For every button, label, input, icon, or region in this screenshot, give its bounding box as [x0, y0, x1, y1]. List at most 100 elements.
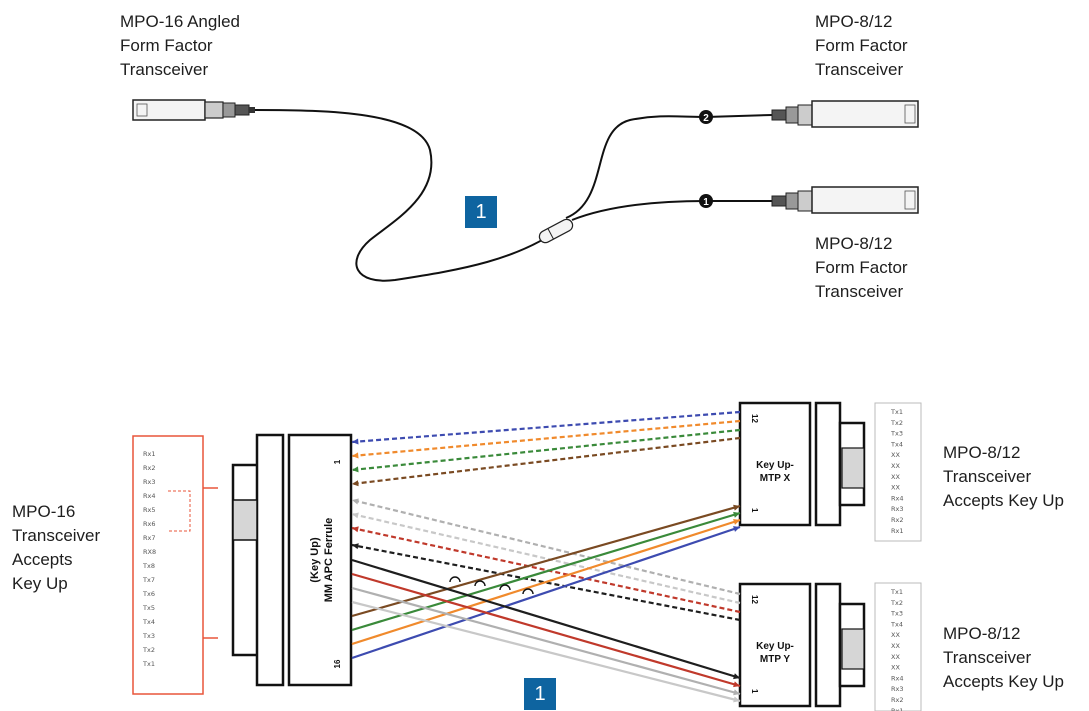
fiber-line	[351, 526, 741, 614]
mpo8-12-transceiver-bottom-icon	[771, 186, 919, 214]
fiber-crossover	[449, 576, 461, 583]
lane-label: Rx2	[891, 516, 904, 524]
lane-label: Tx1	[890, 408, 903, 416]
mpo8-12-transceiver-bottom-label: MPO-8/12 Form Factor Transceiver	[815, 234, 908, 301]
fiber-routes	[351, 410, 741, 703]
cable-number-badge-bottom: 1	[524, 678, 556, 710]
fiber-arrowhead	[352, 543, 359, 550]
fiber-line	[351, 543, 741, 622]
svg-text:MTP Y: MTP Y	[760, 654, 791, 665]
svg-text:MTP X: MTP X	[760, 473, 791, 484]
fiber-line	[351, 428, 741, 472]
fiber-line	[351, 512, 741, 605]
lane-label: Tx3	[142, 632, 155, 640]
lane-label: XX	[891, 484, 900, 492]
mpo8-12-transceiver-top-icon	[771, 100, 919, 128]
lane-label: Rx2	[143, 464, 156, 472]
lane-label: Tx6	[142, 590, 155, 598]
fiber-line	[351, 511, 741, 632]
fiber-arrowhead	[352, 526, 359, 533]
fiber-line	[351, 410, 741, 444]
mpo16-ferrule: (Key Up) MM APC Ferrule 1 16	[231, 433, 353, 687]
lane-label: Rx2	[891, 696, 904, 704]
lane-label: Rx3	[891, 685, 904, 693]
lane-label: XX	[891, 473, 900, 481]
lane-label: Tx2	[890, 599, 903, 607]
lane-label: XX	[891, 462, 900, 470]
lane-label: XX	[891, 642, 900, 650]
fiber-arrowhead	[352, 466, 359, 473]
lane-label: Rx3	[891, 505, 904, 513]
leg-2-cable	[565, 114, 773, 219]
svg-text:1: 1	[703, 197, 709, 208]
lane-label: Rx7	[143, 534, 156, 542]
trunk-cable	[254, 109, 566, 282]
lane-label: Rx4	[143, 492, 156, 500]
lane-label: XX	[891, 451, 900, 459]
breakout-boot-icon	[538, 218, 574, 244]
lane-label: RX8	[143, 548, 156, 556]
lane-label: Tx2	[142, 646, 155, 654]
lane-label: Tx4	[142, 618, 155, 626]
mpo8-12-accepts-key-up-label-y: MPO-8/12 Transceiver Accepts Key Up	[943, 624, 1064, 691]
mpo16-transceiver-icon	[132, 99, 255, 121]
lane-label: Rx5	[143, 506, 156, 514]
svg-text:MM APC Ferrule: MM APC Ferrule	[323, 518, 335, 603]
fiber-line	[351, 436, 741, 486]
leg-2-marker: 2	[699, 110, 713, 124]
mtp-x-connector: Key Up- MTP X 12 1	[738, 401, 866, 527]
fiber-line	[351, 586, 741, 696]
fiber-arrowhead	[352, 512, 359, 519]
fiber-arrowhead	[733, 526, 740, 532]
fiber-line	[351, 558, 741, 680]
fiber-crossover	[499, 584, 511, 591]
lane-label: Tx1	[142, 660, 155, 668]
fiber-arrowhead	[733, 696, 740, 703]
lane-label: Tx3	[890, 430, 903, 438]
lane-label: Tx4	[890, 440, 903, 448]
fiber-arrowhead	[352, 452, 359, 459]
fiber-line	[351, 525, 741, 660]
mpo16-transceiver-accepts-key-up-label: MPO-16 Transceiver Accepts Key Up	[12, 502, 101, 593]
lane-label: XX	[891, 631, 900, 639]
lane-label: Tx4	[890, 620, 903, 628]
lane-label: Tx1	[890, 588, 903, 596]
svg-text:12: 12	[750, 414, 759, 423]
fiber-arrowhead	[733, 511, 740, 518]
svg-text:(Key Up): (Key Up)	[309, 537, 321, 583]
lane-label: Tx5	[142, 604, 155, 612]
fiber-arrowhead	[733, 673, 740, 680]
mpo16-angled-transceiver-label: MPO-16 Angled Form Factor Transceiver	[120, 12, 241, 79]
lane-label: Tx3	[890, 610, 903, 618]
svg-text:1: 1	[333, 459, 342, 464]
fiber-line	[351, 498, 741, 596]
fiber-arrowhead	[352, 480, 359, 487]
svg-text:12: 12	[750, 595, 759, 604]
lane-label: Rx6	[143, 520, 156, 528]
fiber-line	[351, 600, 741, 703]
svg-text:Key Up-: Key Up-	[756, 460, 794, 471]
mpo16-lane-map: Rx1Rx2Rx3Rx4Rx5Rx6Rx7RX8Tx8Tx7Tx6Tx5Tx4T…	[132, 435, 218, 695]
lane-label: XX	[891, 653, 900, 661]
lane-label: Rx3	[143, 478, 156, 486]
cable-number-badge-top: 1	[465, 196, 497, 228]
lane-label: Tx8	[142, 562, 155, 570]
fiber-arrowhead	[352, 498, 359, 505]
lane-label: Tx7	[142, 576, 155, 584]
lane-label: Rx1	[891, 527, 904, 535]
lane-label: XX	[891, 664, 900, 672]
fiber-line	[351, 504, 741, 618]
svg-text:16: 16	[333, 659, 342, 668]
mpo8-12-accepts-key-up-label-x: MPO-8/12 Transceiver Accepts Key Up	[943, 443, 1064, 510]
fiber-crossover	[522, 588, 534, 595]
fiber-crossover	[474, 580, 486, 587]
svg-text:Key Up-: Key Up-	[756, 641, 794, 652]
svg-text:1: 1	[750, 508, 759, 513]
svg-text:1: 1	[750, 689, 759, 694]
fiber-arrowhead	[733, 519, 740, 525]
mpo8-12-transceiver-top-label: MPO-8/12 Form Factor Transceiver	[815, 12, 908, 79]
lane-label: Rx4	[891, 494, 904, 502]
